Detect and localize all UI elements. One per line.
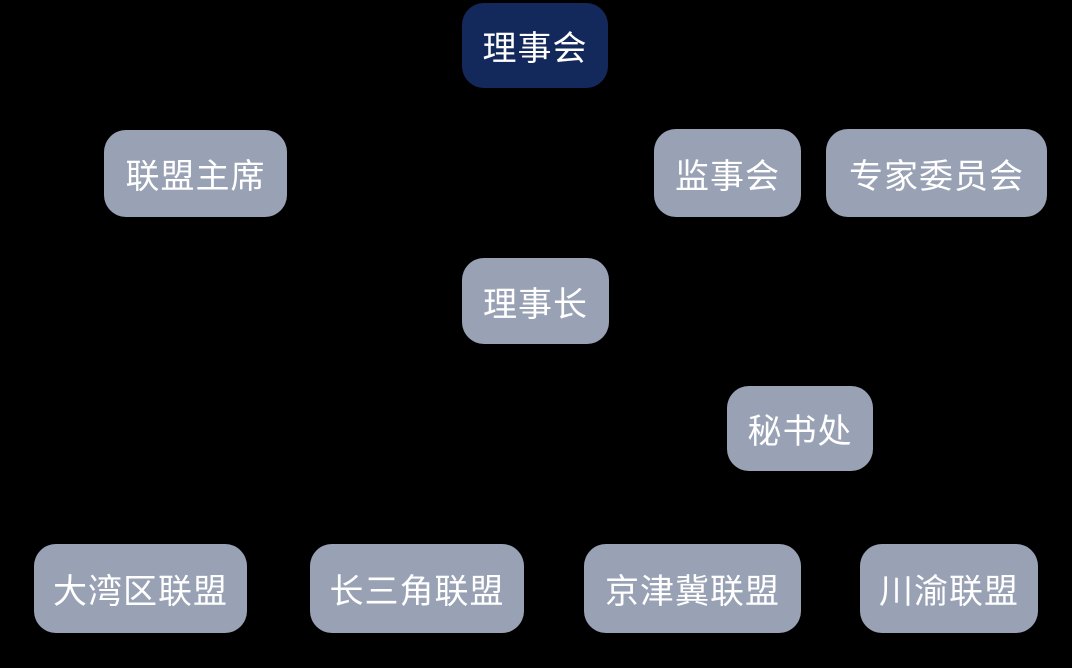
- node-secretariat: 秘书处: [727, 386, 873, 471]
- node-expert-committee: 专家委员会: [826, 129, 1047, 217]
- node-council: 理事会: [462, 3, 608, 88]
- node-supervisory-board: 监事会: [654, 129, 801, 217]
- node-president: 理事长: [462, 258, 609, 344]
- node-greater-bay-area-alliance: 大湾区联盟: [34, 544, 247, 633]
- node-yangtze-river-delta-alliance: 长三角联盟: [310, 544, 524, 633]
- node-jing-jin-ji-alliance: 京津冀联盟: [584, 544, 801, 633]
- node-chuan-yu-alliance: 川渝联盟: [860, 544, 1038, 633]
- node-alliance-chairman: 联盟主席: [104, 130, 287, 217]
